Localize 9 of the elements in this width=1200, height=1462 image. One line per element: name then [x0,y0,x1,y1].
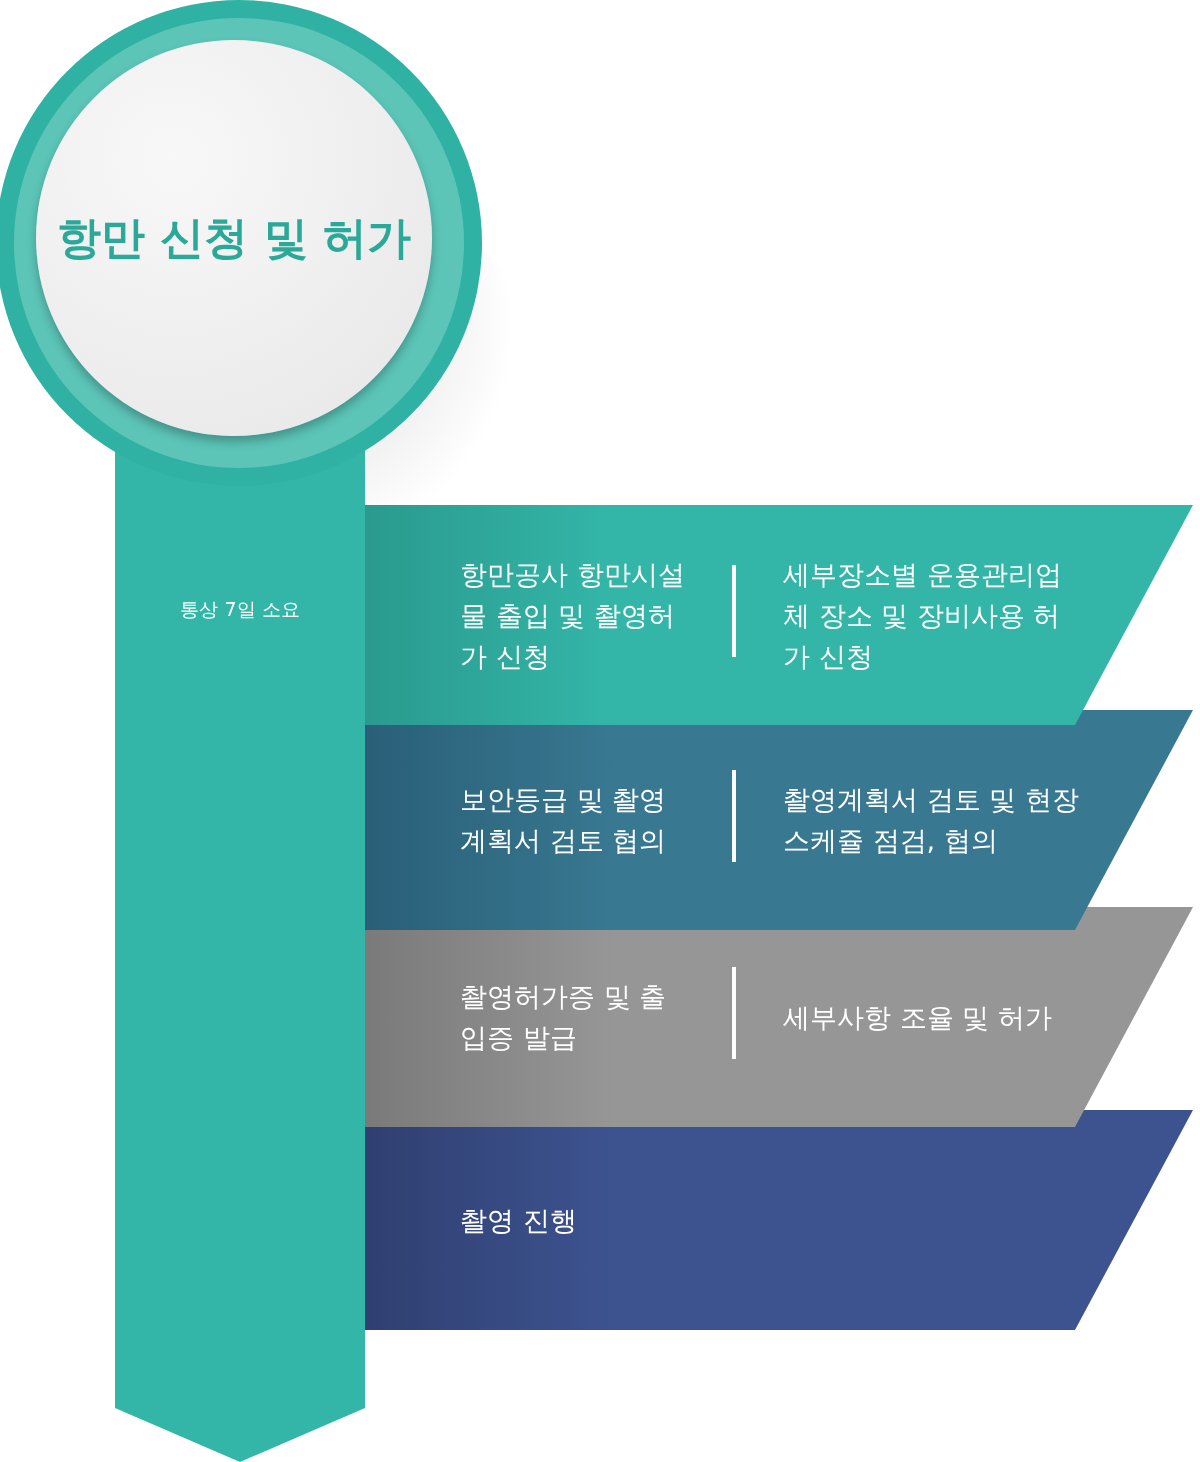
step-text: 촬영허가증 및 출입증 발급 [460,980,668,1055]
step-text: 촬영 진행 [460,1203,578,1238]
step-text: 세부장소별 운용관리업체 장소 및 장비사용 허가 신청 [783,557,1063,674]
duration-text: 통상 7일 소요 [179,597,301,621]
step-text: 촬영계획서 검토 및 현장 스케쥴 점검, 협의 [783,783,1080,858]
step-text: 보안등급 및 촬영계획서 검토 협의 [460,783,668,858]
title-text: 항만 신청 및 허가 [57,210,411,265]
step-text: 항만공사 항만시설물 출입 및 촬영허가 신청 [460,557,685,674]
step-text: 세부사항 조율 및 허가 [783,1000,1053,1035]
